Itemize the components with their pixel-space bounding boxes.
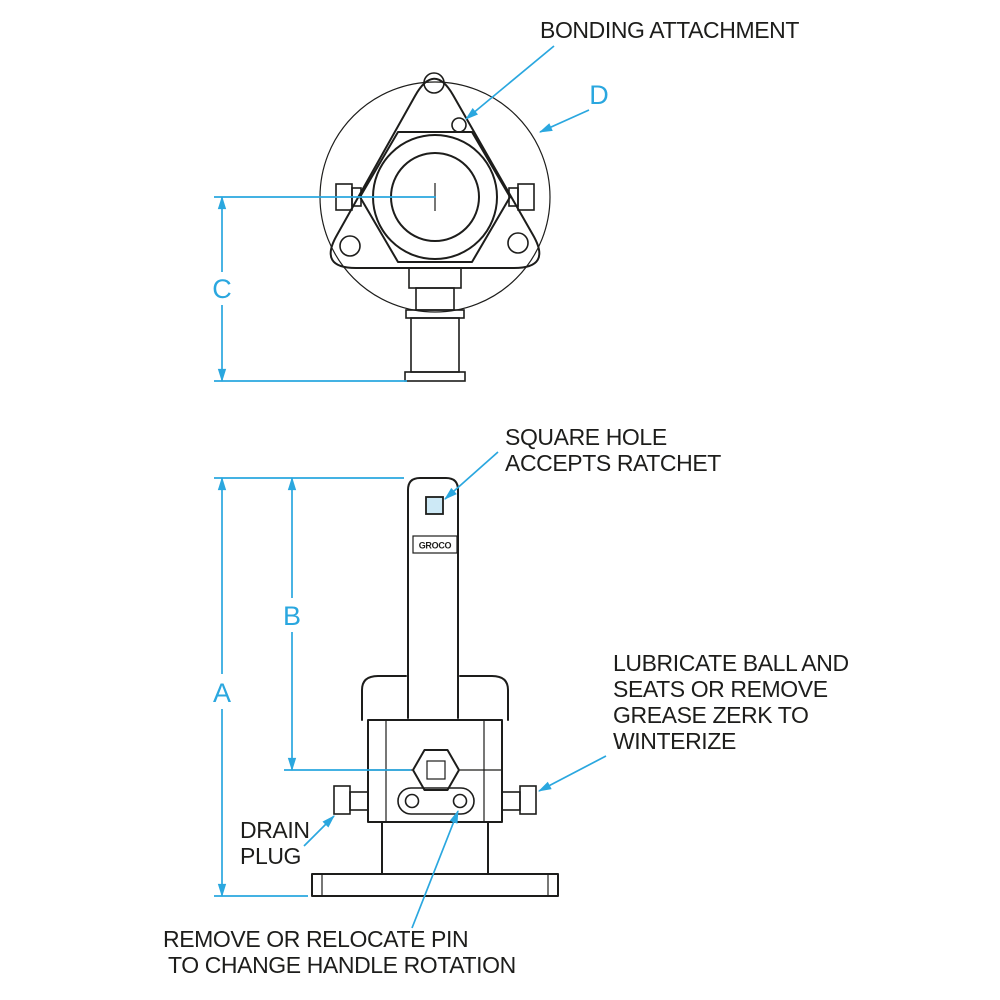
body-cap-left xyxy=(361,675,407,721)
base-flange xyxy=(311,873,559,897)
pin-bracket xyxy=(397,787,475,815)
dimension-a-label: A xyxy=(213,678,231,708)
pin-leader-line xyxy=(411,809,459,929)
valve-body xyxy=(367,719,503,823)
dimension-d-label: D xyxy=(589,80,609,110)
d-leader-line xyxy=(538,109,590,133)
b-label-backer xyxy=(277,598,307,632)
drain-plug-label-line2: PLUG xyxy=(240,843,301,869)
dimension-b-label: B xyxy=(283,601,301,631)
pin-right xyxy=(452,793,468,809)
side-view-callouts: SQUARE HOLE ACCEPTS RATCHET LUBRICATE BA… xyxy=(163,424,849,978)
top-right-bolt xyxy=(508,183,535,211)
mounting-hole-top xyxy=(423,72,445,94)
bonding-leader-line xyxy=(465,45,555,120)
c-label-backer xyxy=(207,272,237,305)
drain-plug-leader-line xyxy=(303,815,335,847)
body-cap-right xyxy=(459,675,509,721)
grease-zerk-hex xyxy=(412,749,460,791)
top-view xyxy=(319,72,551,382)
mounting-hole-left xyxy=(339,235,361,257)
square-hole-label-line1: SQUARE HOLE xyxy=(505,424,667,450)
drain-plug-label-line1: DRAIN xyxy=(240,817,310,843)
mounting-hole-right xyxy=(507,232,529,254)
triangular-flange-outline xyxy=(329,77,541,269)
side-view: GROCO xyxy=(311,477,559,897)
square-ratchet-hole xyxy=(425,496,444,515)
hose-tail xyxy=(404,267,466,382)
lubricate-label-line1: LUBRICATE BALL AND xyxy=(613,650,849,676)
top-view-dimensions: C D BONDING ATTACHMENT xyxy=(207,17,800,383)
grease-zerk-square xyxy=(426,760,446,780)
a-label-backer xyxy=(206,674,238,709)
drain-plug-bolt xyxy=(333,785,369,815)
dimension-c-label: C xyxy=(212,274,232,304)
lubricate-label-line3: GREASE ZERK TO xyxy=(613,702,809,728)
square-hole-label-line2: ACCEPTS RATCHET xyxy=(505,450,721,476)
valve-handle xyxy=(407,477,459,719)
lower-body xyxy=(381,821,489,875)
pin-label-line2: TO CHANGE HANDLE ROTATION xyxy=(168,952,516,978)
lubricate-leader-line xyxy=(538,755,607,792)
pin-left xyxy=(404,793,420,809)
pin-label-line1: REMOVE OR RELOCATE PIN xyxy=(163,926,468,952)
lubricate-label-line4: WINTERIZE xyxy=(613,728,736,754)
brand-plate xyxy=(412,535,458,554)
square-hole-leader-line xyxy=(444,451,499,500)
bonding-attachment-screw xyxy=(451,117,467,133)
bonding-attachment-label: BONDING ATTACHMENT xyxy=(540,17,799,43)
brand-label: GROCO xyxy=(419,541,452,551)
lubricate-label-line2: SEATS OR REMOVE xyxy=(613,676,828,702)
side-view-dimensions: A B xyxy=(206,476,411,898)
side-zerk-bolt xyxy=(501,785,537,815)
